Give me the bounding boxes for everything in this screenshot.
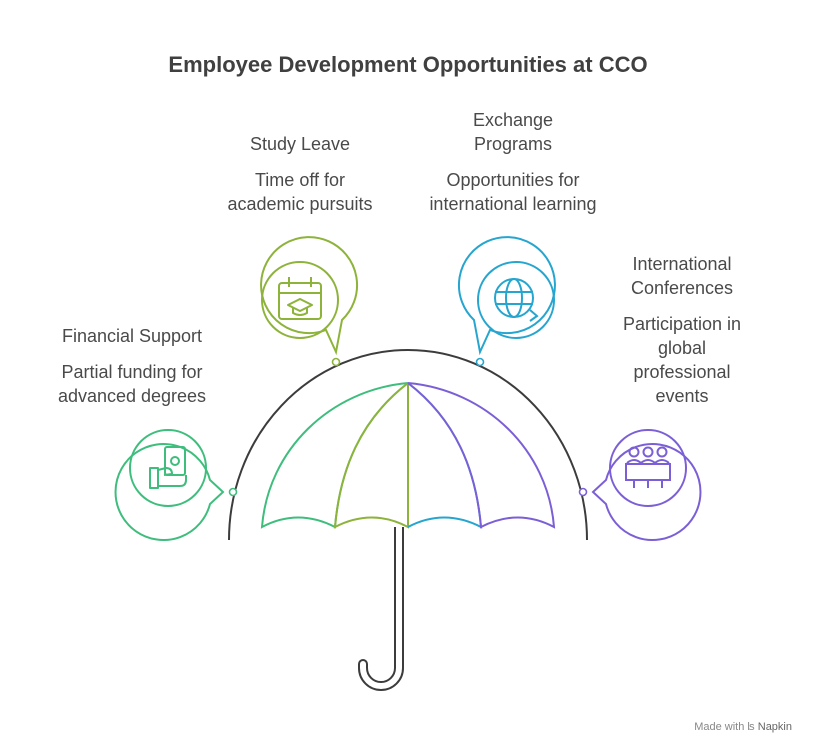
connector-dot-study (331, 357, 341, 367)
canopy-panel-blue (407, 382, 483, 529)
connector-dot-intl (578, 487, 588, 497)
intl-conferences-bubble (591, 429, 702, 541)
calendar-graduation-icon (278, 277, 322, 320)
conference-icon (625, 446, 671, 488)
connector-dot-fin (228, 487, 238, 497)
financial-support-bubble (114, 429, 225, 541)
watermark-brand: Napkin (757, 721, 792, 733)
intl-conferences-heading: International Conferences (630, 254, 734, 298)
globe-icon (494, 278, 539, 322)
exchange-programs-text: Exchange Programs Opportunities for inte… (423, 108, 603, 216)
study-leave-text: Study Leave Time off for academic pursui… (220, 132, 380, 216)
connector-dot-exchange (475, 357, 485, 367)
napkin-logo-icon: ʪ (747, 721, 755, 733)
financial-support-heading: Financial Support (61, 326, 203, 346)
exchange-programs-heading: Exchange Programs (472, 110, 554, 154)
canopy-panel-olive (333, 382, 409, 529)
financial-support-description: Partial funding for advanced degrees (57, 362, 207, 406)
financial-support-text: Financial Support Partial funding for ad… (40, 324, 224, 408)
study-leave-heading: Study Leave (249, 134, 351, 154)
intl-conferences-text: International Conferences Participation … (592, 252, 772, 408)
canopy-panel-purple (407, 382, 556, 529)
hand-money-icon (149, 446, 187, 489)
study-leave-bubble (260, 236, 359, 356)
study-leave-description: Time off for academic pursuits (227, 170, 373, 214)
umbrella-shaft (358, 527, 404, 691)
outer-arc (228, 349, 588, 541)
watermark-prefix: Made with (694, 721, 745, 733)
watermark: Made with ʪ Napkin (694, 721, 792, 733)
canopy-panel-green (260, 382, 409, 529)
page-title: Employee Development Opportunities at CC… (168, 52, 648, 77)
intl-conferences-description: Participation in global professional eve… (622, 314, 742, 406)
exchange-programs-description: Opportunities for international learning (429, 170, 597, 214)
exchange-programs-bubble (457, 236, 556, 356)
umbrella-shaft-cap (359, 527, 403, 690)
